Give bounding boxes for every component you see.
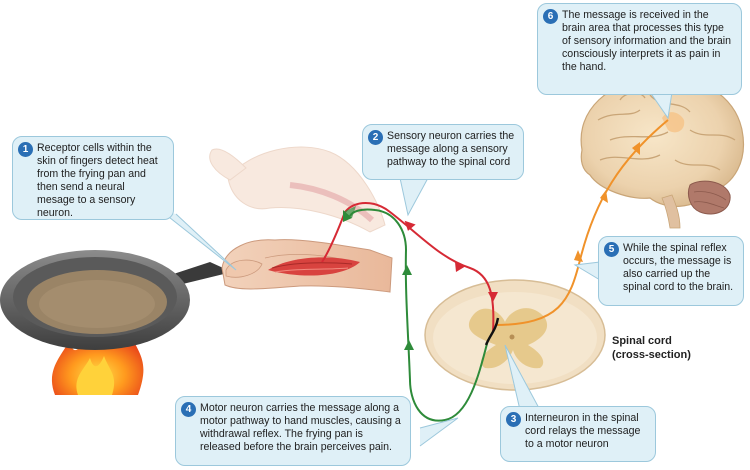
step-number-badge: 1 xyxy=(18,142,33,157)
withdrawn-arm-ghost xyxy=(209,146,386,233)
step-number-badge: 6 xyxy=(543,9,558,24)
callout-receptor-cells: 1 Receptor cells within the skin of fing… xyxy=(12,136,174,220)
callout-pointers xyxy=(159,91,673,447)
spinal-cord-label-line2: (cross-section) xyxy=(612,349,691,361)
forearm-muscle xyxy=(268,257,360,276)
step-number-badge: 3 xyxy=(506,412,521,427)
spinal-cord-cross-section xyxy=(424,279,606,391)
callout-text: Receptor cells within the skin of finger… xyxy=(37,142,158,219)
callout-brain-interpretation: 6 The message is received in the brain a… xyxy=(537,3,742,95)
step-number-badge: 4 xyxy=(181,402,196,417)
callout-text: While the spinal reflex occurs, the mess… xyxy=(623,242,734,293)
callout-motor-neuron: 4 Motor neuron carries the message along… xyxy=(175,396,411,466)
sensory-pathway xyxy=(321,202,495,333)
callout-text: Sensory neuron carries the message along… xyxy=(387,130,515,168)
motor-pathway xyxy=(349,208,489,422)
step-number-badge: 2 xyxy=(368,130,383,145)
spinal-cord-label-line1: Spinal cord xyxy=(612,335,672,347)
spinal-cord-label: Spinal cord (cross-section) xyxy=(612,334,691,362)
hand-forearm xyxy=(221,239,393,293)
interneuron xyxy=(484,317,500,346)
callout-text: Interneuron in the spinal cord relays th… xyxy=(525,412,641,450)
frying-pan xyxy=(0,250,232,350)
callout-interneuron: 3 Interneuron in the spinal cord relays … xyxy=(500,406,656,462)
callout-text: The message is received in the brain are… xyxy=(562,9,732,73)
callout-sensory-neuron: 2 Sensory neuron carries the message alo… xyxy=(362,124,524,180)
step-number-badge: 5 xyxy=(604,242,619,257)
callout-text: Motor neuron carries the message along a… xyxy=(200,402,401,453)
callout-ascending-message: 5 While the spinal reflex occurs, the me… xyxy=(598,236,744,306)
